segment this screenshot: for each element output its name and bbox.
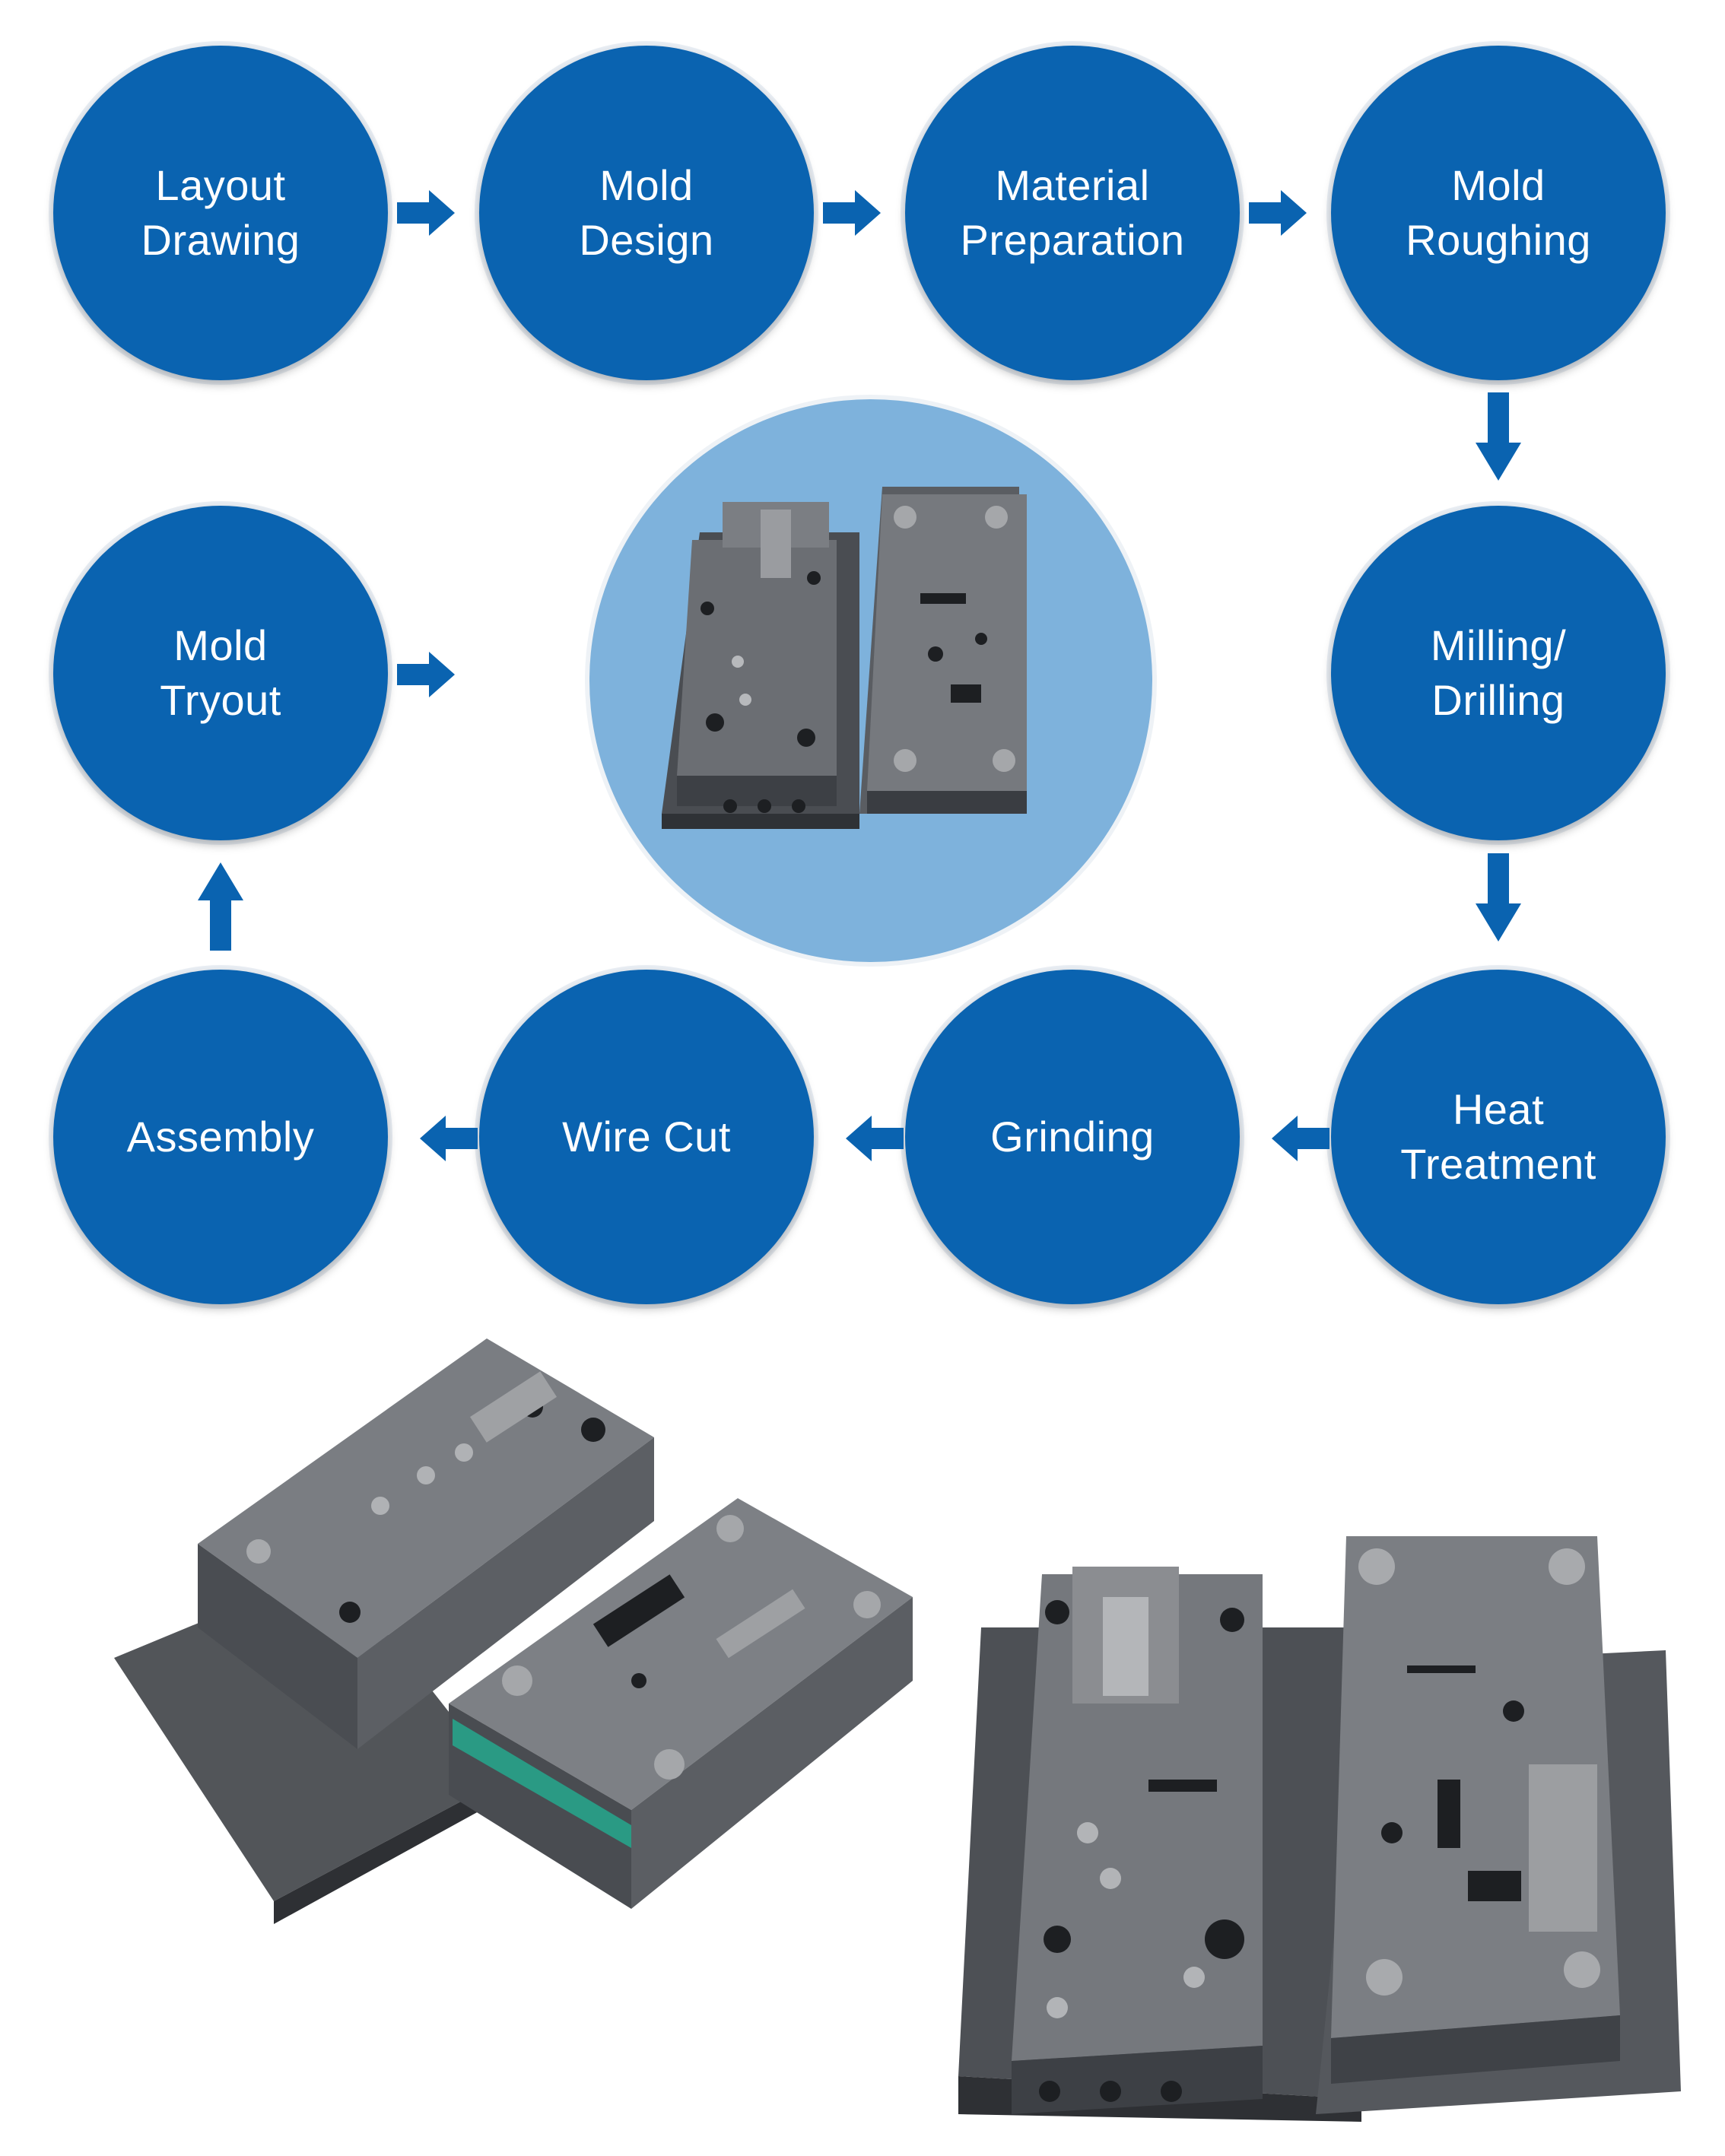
step-label: Mold Design — [579, 161, 714, 264]
step-grinding: Grinding — [905, 970, 1240, 1304]
stamping-mold-photo — [958, 1536, 1681, 2122]
arrow-icon — [420, 1116, 478, 1161]
step-label: Grinding — [990, 1113, 1155, 1161]
step-layout-drawing: Layout Drawing — [53, 46, 388, 380]
arrow-icon — [1249, 190, 1307, 236]
arrow-icon — [823, 190, 881, 236]
step-wire-cut: Wire Cut — [479, 970, 814, 1304]
step-label: Mold Roughing — [1406, 161, 1591, 264]
step-label: Assembly — [126, 1113, 315, 1161]
step-label: Wire Cut — [562, 1113, 731, 1161]
step-milling-drilling: Milling/ Drilling — [1331, 506, 1666, 840]
arrow-icon — [397, 652, 455, 697]
step-label: Heat Treatment — [1400, 1085, 1596, 1188]
step-material-preparation: Material Preparation — [905, 46, 1240, 380]
arrow-icon — [397, 190, 455, 236]
arrow-icon — [846, 1116, 904, 1161]
arrow-icon — [1272, 1116, 1329, 1161]
step-mold-roughing: Mold Roughing — [1331, 46, 1666, 380]
arrow-icon — [1476, 853, 1521, 941]
step-label: Layout Drawing — [141, 161, 300, 264]
step-label: Material Preparation — [960, 161, 1185, 264]
step-mold-design: Mold Design — [479, 46, 814, 380]
arrow-icon — [198, 862, 243, 951]
step-mold-tryout: Mold Tryout — [53, 506, 388, 840]
step-heat-treatment: Heat Treatment — [1331, 970, 1666, 1304]
step-assembly: Assembly — [53, 970, 388, 1304]
stamping-mold-photo — [114, 1338, 913, 1924]
step-label: Milling/ Drilling — [1430, 621, 1567, 724]
stamping-mold-photo — [662, 487, 1027, 829]
step-label: Mold Tryout — [160, 621, 281, 724]
arrow-icon — [1476, 392, 1521, 481]
